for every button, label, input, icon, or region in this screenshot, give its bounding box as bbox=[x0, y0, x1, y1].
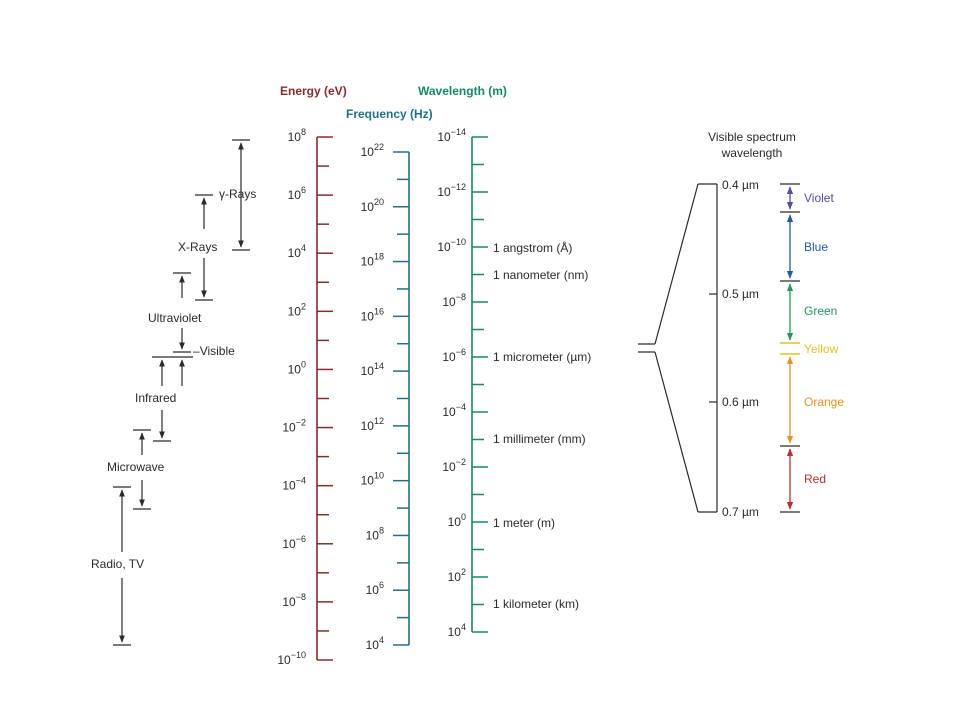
frequency-tick-label: 1014 bbox=[361, 361, 384, 378]
energy-tick-label: 10−4 bbox=[282, 476, 306, 493]
frequency-tick-label: 1012 bbox=[361, 416, 384, 433]
wavelength-tick-label: 10−2 bbox=[442, 457, 466, 474]
unit-angstrom: 1 angstrom (Å) bbox=[493, 240, 572, 255]
frequency-scale: 1022 1020 1018 1016 1014 1012 1010 108 106 104 bbox=[361, 142, 410, 652]
energy-tick-label: 10−6 bbox=[282, 534, 306, 551]
band-microwave: Microwave bbox=[107, 460, 165, 474]
band-ranges bbox=[113, 139, 250, 646]
wavelength-tick-label: 10−8 bbox=[442, 292, 466, 309]
visible-scale-04: 0.4 µm bbox=[722, 178, 759, 192]
frequency-tick-label: 1020 bbox=[361, 197, 384, 214]
visible-scale-05: 0.5 µm bbox=[722, 287, 759, 301]
band-xray: X-Rays bbox=[178, 240, 217, 254]
band-labels: γ-Rays X-Rays Ultraviolet –Visible Infra… bbox=[91, 187, 256, 571]
length-units: 1 angstrom (Å) 1 nanometer (nm) 1 microm… bbox=[493, 240, 591, 611]
energy-tick-label: 100 bbox=[288, 359, 306, 376]
energy-scale: 108 106 104 102 100 10−2 10−4 10−6 10−8 10−10 bbox=[277, 127, 333, 667]
label-red: Red bbox=[804, 472, 826, 486]
energy-tick-label: 108 bbox=[288, 127, 306, 144]
wavelength-tick-label: 102 bbox=[448, 567, 466, 584]
label-green: Green bbox=[804, 304, 837, 318]
frequency-tick-label: 1018 bbox=[361, 252, 384, 269]
frequency-tick-label: 106 bbox=[366, 580, 384, 597]
unit-kilometer: 1 kilometer (km) bbox=[493, 597, 579, 611]
label-orange: Orange bbox=[804, 395, 844, 409]
visible-scale-06: 0.6 µm bbox=[722, 395, 759, 409]
visible-title-line1: Visible spectrum bbox=[708, 130, 796, 144]
band-infrared: Infrared bbox=[135, 391, 176, 405]
unit-meter: 1 meter (m) bbox=[493, 516, 555, 530]
unit-nanometer: 1 nanometer (nm) bbox=[493, 268, 588, 282]
unit-micrometer: 1 micrometer (µm) bbox=[493, 350, 591, 364]
wavelength-tick-label: 10−4 bbox=[442, 402, 466, 419]
visible-spectrum-panel: Visible spectrum wavelength 0.4 µm 0.5 µ… bbox=[708, 130, 844, 519]
bracket-lower-line bbox=[654, 351, 699, 513]
frequency-tick-label: 1022 bbox=[361, 142, 384, 159]
visible-bracket bbox=[638, 183, 717, 513]
energy-tick-label: 10−10 bbox=[277, 650, 306, 667]
bracket-upper-line bbox=[654, 183, 699, 345]
visible-title-line2: wavelength bbox=[721, 146, 783, 160]
energy-tick-label: 10−2 bbox=[282, 418, 306, 435]
label-blue: Blue bbox=[804, 240, 828, 254]
energy-tick-label: 104 bbox=[288, 243, 306, 260]
unit-millimeter: 1 millimeter (mm) bbox=[493, 432, 586, 446]
energy-tick-label: 102 bbox=[288, 301, 306, 318]
wavelength-header: Wavelength (m) bbox=[418, 84, 507, 98]
band-radio-tv: Radio, TV bbox=[91, 557, 144, 571]
frequency-tick-label: 104 bbox=[366, 635, 384, 652]
wavelength-tick-label: 10−6 bbox=[442, 347, 466, 364]
wavelength-tick-label: 10−10 bbox=[437, 237, 466, 254]
band-ultraviolet: Ultraviolet bbox=[148, 311, 202, 325]
wavelength-scale: 10−14 10−12 10−10 10−8 10−6 10−4 10−2 100 102 104 bbox=[437, 127, 488, 639]
band-visible: –Visible bbox=[193, 344, 235, 358]
energy-tick-label: 106 bbox=[288, 185, 306, 202]
label-violet: Violet bbox=[804, 191, 834, 205]
frequency-tick-label: 108 bbox=[366, 525, 384, 542]
wavelength-tick-label: 100 bbox=[448, 512, 466, 529]
frequency-tick-label: 1010 bbox=[361, 471, 384, 488]
frequency-tick-label: 1016 bbox=[361, 306, 384, 323]
label-yellow: Yellow bbox=[804, 342, 839, 356]
frequency-header: Frequency (Hz) bbox=[346, 107, 433, 121]
wavelength-tick-label: 10−12 bbox=[437, 182, 466, 199]
wavelength-tick-label: 10−14 bbox=[437, 127, 466, 144]
wavelength-tick-label: 104 bbox=[448, 622, 466, 639]
visible-scale-07: 0.7 µm bbox=[722, 505, 759, 519]
energy-header: Energy (eV) bbox=[280, 84, 347, 98]
band-gamma: γ-Rays bbox=[219, 187, 256, 201]
energy-tick-label: 10−8 bbox=[282, 592, 306, 609]
